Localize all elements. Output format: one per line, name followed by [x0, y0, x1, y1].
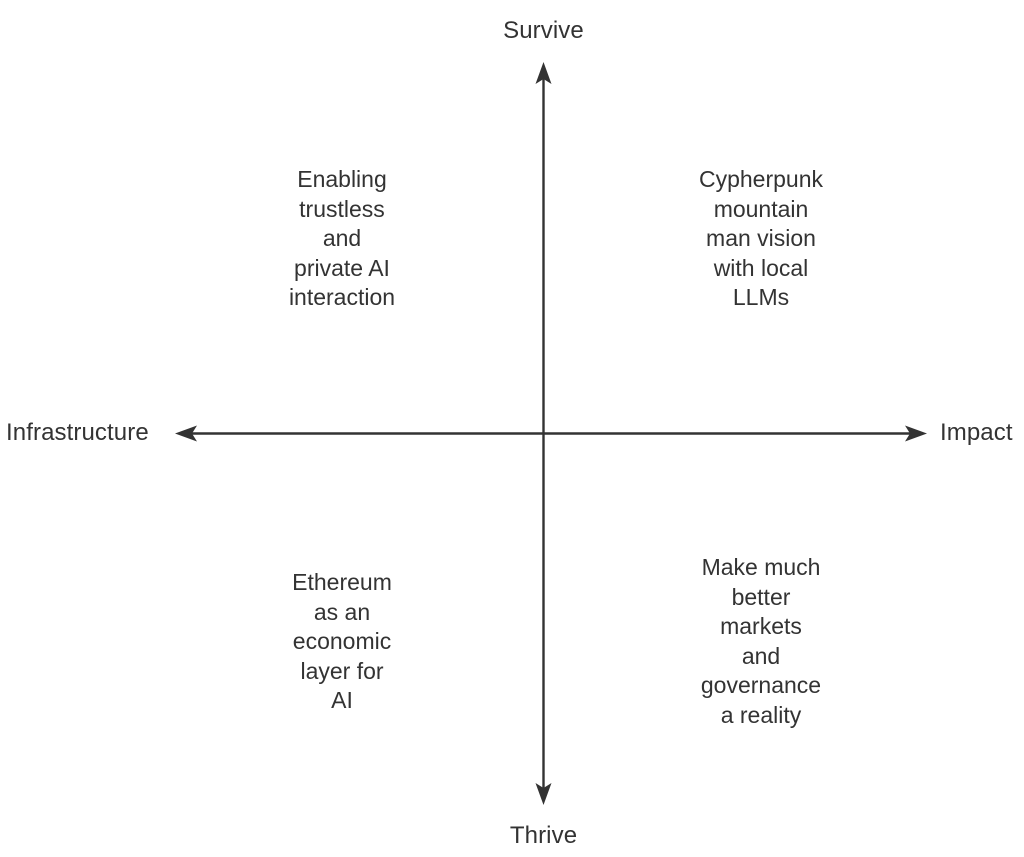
down-arrow-icon	[535, 783, 552, 805]
right-arrow-icon	[905, 425, 927, 442]
axis-label-infrastructure: Infrastructure	[6, 419, 149, 446]
left-arrow-icon	[175, 425, 197, 442]
quadrant-label-bottom-right: Make much better markets and governance …	[700, 554, 822, 728]
axis-label-survive: Survive	[503, 17, 584, 44]
axis-label-thrive: Thrive	[509, 822, 578, 849]
axis-label-impact: Impact	[940, 419, 1013, 446]
quadrant-label-top-left: Enabling trustless and private AI intera…	[288, 166, 396, 310]
quadrant-label-top-right: Cypherpunk mountain man vision with loca…	[698, 166, 824, 310]
up-arrow-icon	[535, 62, 552, 84]
quadrant-label-bottom-left: Ethereum as an economic layer for AI	[292, 569, 392, 713]
